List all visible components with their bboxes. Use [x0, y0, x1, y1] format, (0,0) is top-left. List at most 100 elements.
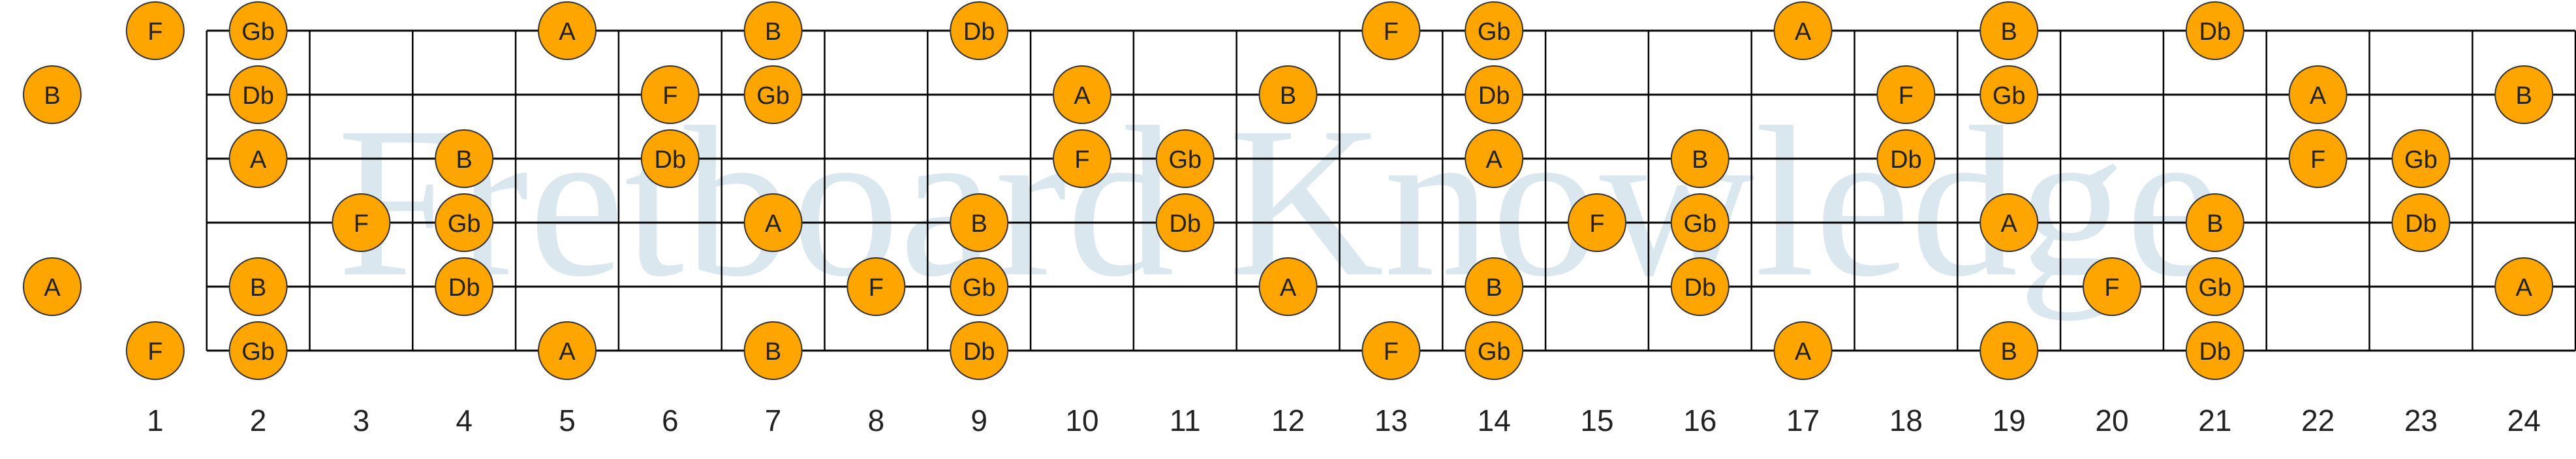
note-circle [435, 129, 494, 188]
note-label: Db [963, 338, 995, 366]
note-circle [228, 129, 288, 188]
fret-number-label: 23 [2404, 404, 2438, 437]
note-label: A [44, 274, 61, 302]
note-label: F [662, 82, 677, 110]
note-marker: Db [228, 65, 288, 124]
note-circle [1361, 1, 1421, 60]
note-circle [1670, 257, 1730, 316]
note-label: A [1074, 82, 1091, 110]
note-marker: Gb [1979, 65, 2039, 124]
note-label: F [1074, 146, 1089, 174]
note-label: B [1486, 274, 1502, 302]
note-marker: F [2083, 257, 2141, 316]
note-marker: Gb [228, 1, 288, 60]
note-circle [1465, 129, 1524, 188]
note-label: Gb [2198, 274, 2231, 302]
note-circle [435, 257, 494, 316]
note-circle [950, 193, 1009, 252]
fret-number-label: 12 [1271, 404, 1305, 437]
note-circle [1053, 129, 1111, 188]
note-marker: B [2185, 193, 2244, 252]
note-marker: Db [1876, 129, 1936, 188]
fret-number-label: 24 [2507, 404, 2541, 437]
note-marker: F [1568, 193, 1626, 252]
note-marker: B [1979, 1, 2039, 60]
note-marker: B [2494, 65, 2554, 124]
note-marker: Db [1465, 65, 1524, 124]
note-label: Gb [1683, 210, 1716, 238]
note-label: B [2001, 338, 2017, 366]
note-circle [538, 321, 597, 380]
note-marker: B [1258, 65, 1318, 124]
note-marker: A [1773, 321, 1833, 380]
note-marker: Gb [228, 321, 288, 380]
note-label: B [2516, 82, 2532, 110]
note-label: Gb [756, 82, 790, 110]
note-label: A [2001, 210, 2018, 238]
note-circle [1876, 65, 1936, 124]
note-circle [2391, 193, 2451, 252]
note-marker: F [1361, 1, 1421, 60]
note-circle [2185, 193, 2244, 252]
fret-number-label: 21 [2198, 404, 2231, 437]
note-marker: A [2494, 257, 2554, 316]
note-marker: Gb [1465, 321, 1524, 380]
note-marker: Db [950, 321, 1009, 380]
note-marker: A [228, 129, 288, 188]
note-marker: B [950, 193, 1009, 252]
note-label: Gb [1168, 146, 1202, 174]
note-label: Db [1890, 146, 1922, 174]
fret-number-label: 4 [456, 404, 473, 437]
note-marker: B [1670, 129, 1730, 188]
note-circle [1876, 129, 1936, 188]
note-circle [1979, 321, 2039, 380]
frets-layer [206, 31, 2576, 351]
fret-number-label: 20 [2095, 404, 2128, 437]
note-label: Db [1170, 210, 1202, 238]
note-circle [1670, 129, 1730, 188]
note-circle [2494, 65, 2554, 124]
note-circle [125, 321, 185, 380]
note-circle [743, 1, 803, 60]
note-circle [1155, 193, 1215, 252]
note-marker: Db [435, 257, 494, 316]
note-marker: A [23, 257, 82, 316]
note-label: F [2104, 274, 2119, 302]
note-label: F [147, 338, 163, 366]
note-marker: Db [2185, 1, 2244, 60]
note-marker: Db [1155, 193, 1215, 252]
note-marker: Gb [2391, 129, 2451, 188]
fret-number-label: 13 [1374, 404, 1408, 437]
note-marker: B [743, 1, 803, 60]
note-label: Db [448, 274, 480, 302]
note-circle [538, 1, 597, 60]
fret-number-label: 15 [1580, 404, 1613, 437]
note-label: B [2207, 210, 2223, 238]
fret-number-label: 14 [1478, 404, 1511, 437]
note-circle [2391, 129, 2451, 188]
note-label: A [1486, 146, 1503, 174]
note-circle [1773, 1, 1833, 60]
note-circle [2185, 257, 2244, 316]
note-circle [950, 1, 1009, 60]
note-label: Gb [448, 210, 481, 238]
fret-number-label: 8 [868, 404, 885, 437]
note-label: F [2310, 146, 2325, 174]
fret-number-label: 6 [662, 404, 679, 437]
note-circle [1670, 193, 1730, 252]
note-marker: A [743, 193, 803, 252]
note-circle [2288, 65, 2348, 124]
note-marker: A [1465, 129, 1524, 188]
note-circle [1979, 65, 2039, 124]
note-label: Gb [2404, 146, 2438, 174]
note-label: Db [655, 146, 687, 174]
fret-number-label: 2 [250, 404, 267, 437]
note-marker: Gb [2185, 257, 2244, 316]
note-marker: A [1053, 65, 1111, 124]
note-label: F [147, 18, 163, 46]
note-circle [1773, 321, 1833, 380]
note-marker: F [1053, 129, 1111, 188]
note-marker: F [846, 257, 906, 316]
fret-number-label: 9 [970, 404, 987, 437]
